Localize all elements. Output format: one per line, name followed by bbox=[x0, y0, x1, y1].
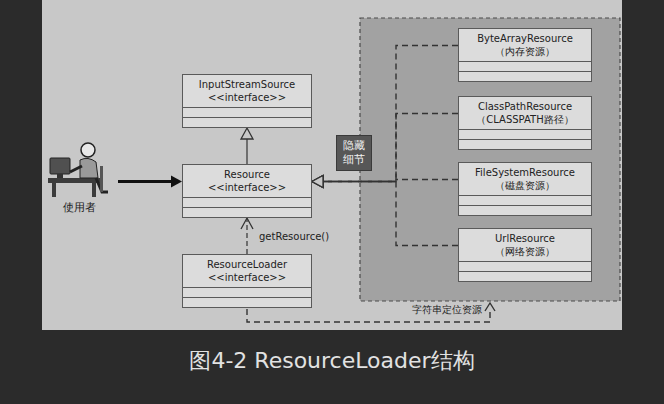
method-compartment bbox=[459, 140, 591, 149]
implements-line bbox=[323, 114, 458, 182]
method-compartment bbox=[183, 118, 311, 127]
monitor bbox=[50, 158, 70, 174]
name-compartment: Resource<<interface>> bbox=[183, 165, 311, 198]
connector bbox=[241, 218, 253, 254]
name-compartment: ResourceLoader<<interface>> bbox=[183, 255, 311, 288]
method-compartment bbox=[459, 206, 591, 215]
body bbox=[80, 158, 98, 178]
user-actor: 使用者 bbox=[44, 140, 114, 215]
connector bbox=[312, 176, 458, 188]
arm bbox=[70, 166, 82, 172]
class-name: ResourceLoader bbox=[187, 258, 307, 271]
attribute-compartment bbox=[459, 130, 591, 140]
attribute-compartment bbox=[183, 108, 311, 118]
monitor-stand bbox=[57, 174, 63, 178]
interface-box: Resource<<interface>> bbox=[182, 164, 312, 218]
note-label: 字符串定位资源 bbox=[410, 303, 484, 317]
connector bbox=[241, 128, 253, 164]
edge-label: getResource() bbox=[257, 231, 331, 242]
desk-leg bbox=[52, 183, 56, 197]
attribute-compartment bbox=[459, 196, 591, 206]
inheritance-triangle bbox=[241, 128, 253, 139]
connector-line bbox=[118, 180, 171, 183]
method-compartment bbox=[459, 272, 591, 281]
interface-box: ByteArrayResource（内存资源） bbox=[458, 28, 592, 82]
class-name: UrlResource bbox=[463, 232, 587, 245]
arrow-head bbox=[171, 176, 182, 188]
callout-text: 隐藏细节 bbox=[339, 139, 369, 167]
chair bbox=[100, 166, 103, 192]
method-compartment bbox=[183, 298, 311, 307]
figure-ground bbox=[42, 0, 622, 330]
connector bbox=[312, 114, 458, 188]
desk-leg bbox=[92, 183, 96, 197]
actor-label: 使用者 bbox=[44, 200, 114, 215]
callout-box: 隐藏细节 bbox=[336, 135, 372, 171]
implements-line bbox=[323, 46, 458, 182]
connector-line bbox=[246, 139, 247, 164]
name-compartment: UrlResource（网络资源） bbox=[459, 229, 591, 262]
interface-box: UrlResource（网络资源） bbox=[458, 228, 592, 282]
user-figure bbox=[44, 140, 114, 198]
class-subtitle: <<interface>> bbox=[187, 91, 307, 104]
impl-region bbox=[360, 18, 620, 301]
inheritance-triangle bbox=[312, 176, 323, 188]
class-name: ClassPathResource bbox=[463, 100, 587, 113]
method-compartment bbox=[459, 72, 591, 81]
attribute-compartment bbox=[459, 62, 591, 72]
connector bbox=[118, 176, 182, 188]
interface-box: ClassPathResource（CLASSPATH路径） bbox=[458, 96, 592, 150]
name-compartment: ClassPathResource（CLASSPATH路径） bbox=[459, 97, 591, 130]
inheritance-triangle bbox=[312, 176, 323, 188]
connector-line bbox=[246, 218, 247, 254]
inheritance-triangle bbox=[312, 176, 323, 188]
attribute-compartment bbox=[183, 288, 311, 298]
implements-line bbox=[323, 182, 458, 246]
inheritance-triangle bbox=[312, 176, 323, 188]
class-subtitle: <<interface>> bbox=[187, 271, 307, 284]
interface-box: FileSystemResource（磁盘资源） bbox=[458, 162, 592, 216]
connector bbox=[312, 46, 458, 188]
arrow-head bbox=[241, 218, 253, 229]
name-compartment: ByteArrayResource（内存资源） bbox=[459, 29, 591, 62]
desk bbox=[48, 178, 100, 183]
name-compartment: FileSystemResource（磁盘资源） bbox=[459, 163, 591, 196]
class-subtitle: <<interface>> bbox=[187, 181, 307, 194]
class-name: ByteArrayResource bbox=[463, 32, 587, 45]
name-compartment: InputStreamSource<<interface>> bbox=[183, 75, 311, 108]
attribute-compartment bbox=[183, 198, 311, 208]
class-name: FileSystemResource bbox=[463, 166, 587, 179]
class-subtitle: （磁盘资源） bbox=[463, 179, 587, 192]
class-subtitle: （CLASSPATH路径） bbox=[463, 113, 587, 126]
method-compartment bbox=[183, 208, 311, 217]
connector bbox=[312, 176, 458, 246]
class-subtitle: （内存资源） bbox=[463, 45, 587, 58]
class-name: Resource bbox=[187, 168, 307, 181]
class-subtitle: （网络资源） bbox=[463, 245, 587, 258]
arrow-head bbox=[485, 303, 495, 311]
figure-caption: 图4-2 ResourceLoader结构 bbox=[0, 346, 664, 376]
interface-box: ResourceLoader<<interface>> bbox=[182, 254, 312, 308]
head bbox=[81, 143, 95, 157]
interface-box: InputStreamSource<<interface>> bbox=[182, 74, 312, 128]
class-name: InputStreamSource bbox=[187, 78, 307, 91]
attribute-compartment bbox=[459, 262, 591, 272]
